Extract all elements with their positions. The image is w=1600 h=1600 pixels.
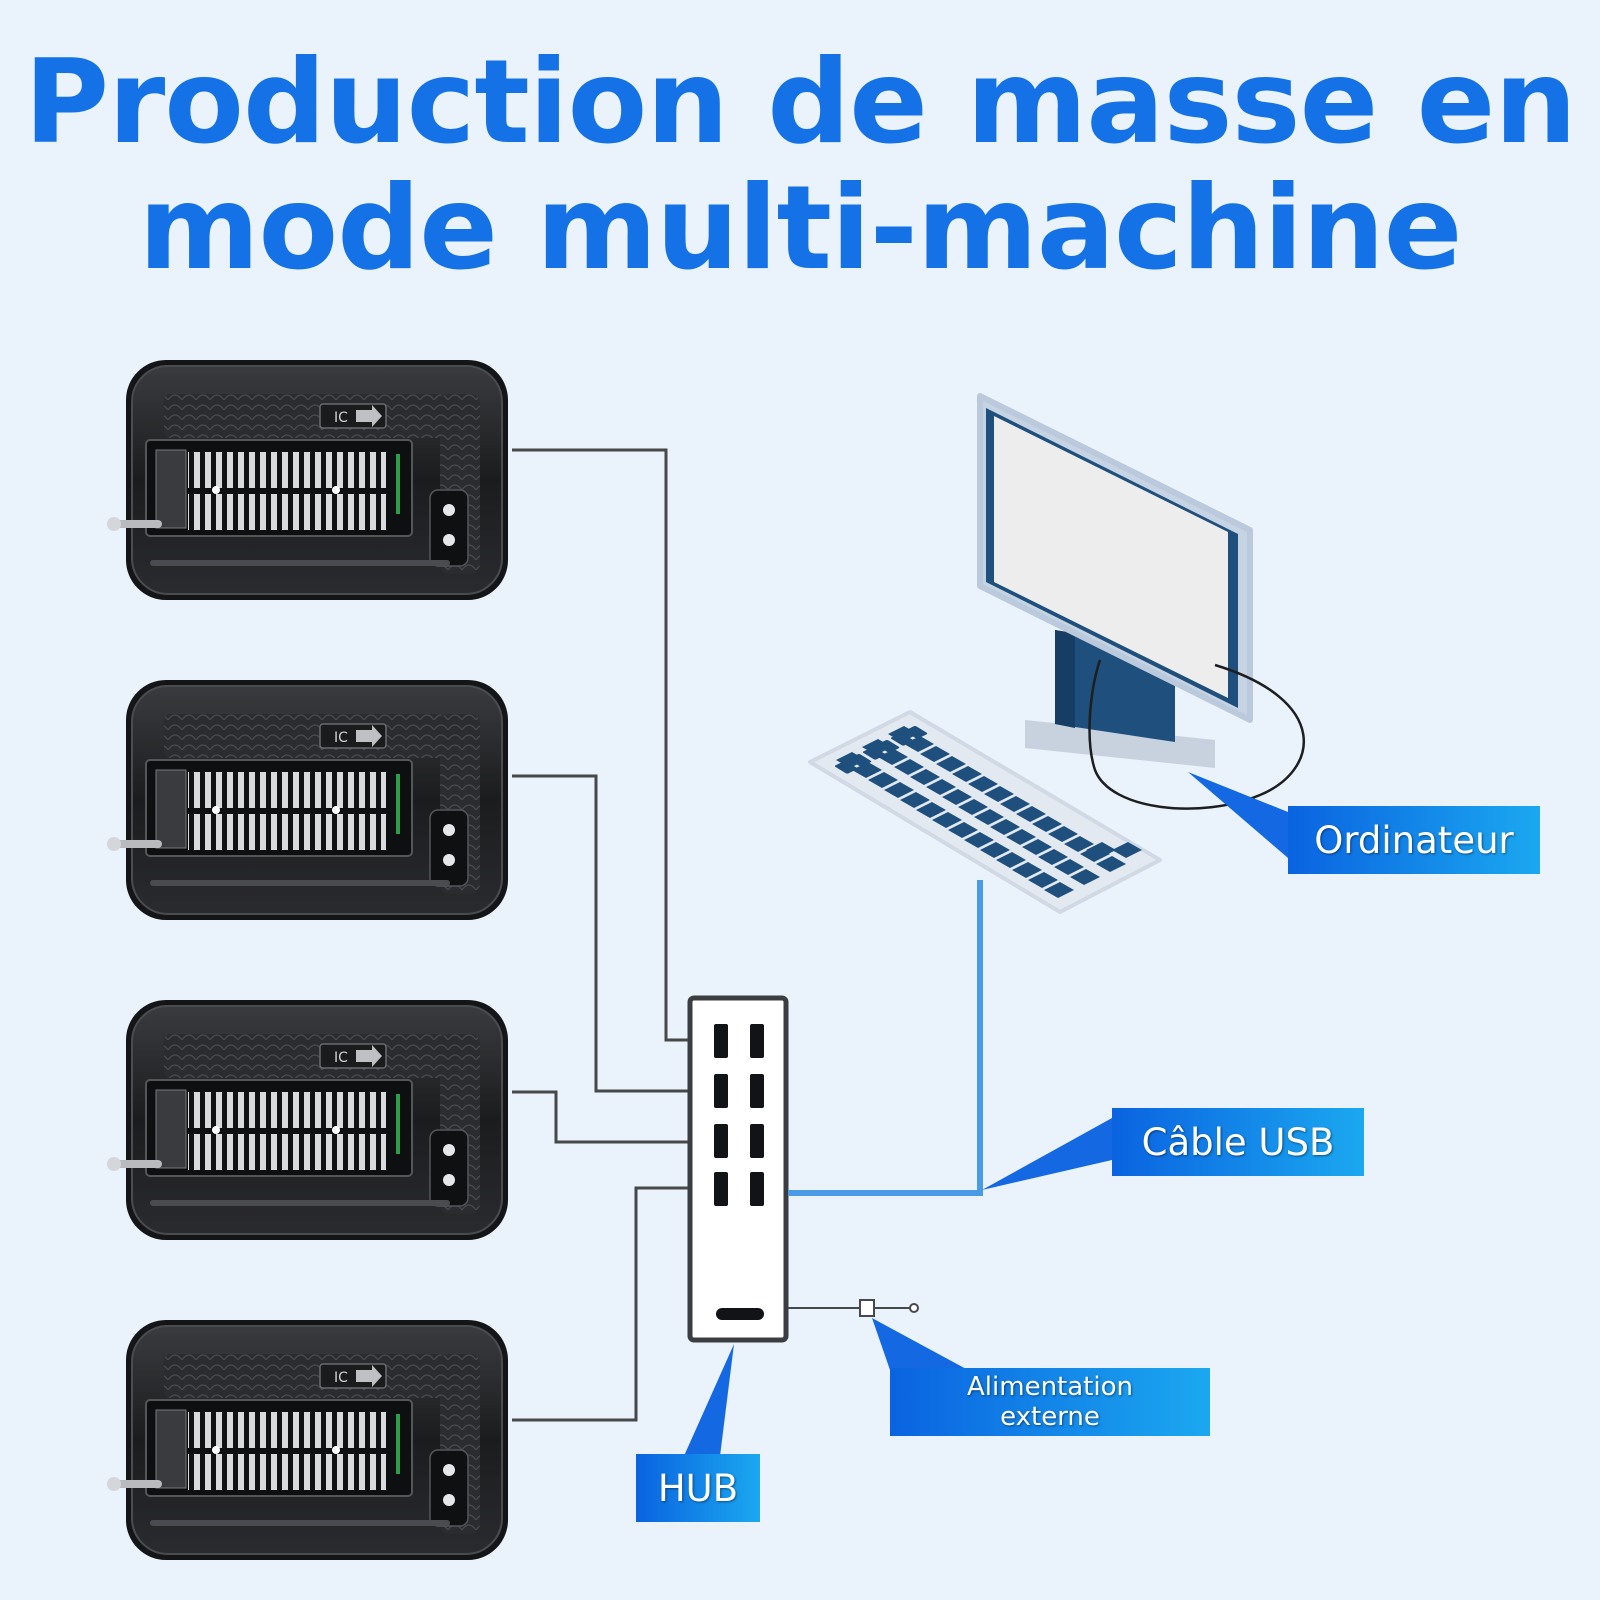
programmer-device-2 bbox=[106, 679, 509, 921]
device-cables bbox=[512, 448, 714, 1422]
label-external-power: Alimentation externe bbox=[890, 1368, 1210, 1436]
pointer-power bbox=[872, 1318, 968, 1370]
pointer-computer bbox=[1188, 772, 1288, 858]
cable-2 bbox=[512, 774, 714, 1093]
label-hub: HUB bbox=[636, 1454, 760, 1522]
cable-3 bbox=[512, 1090, 714, 1144]
label-usb-cable: Câble USB bbox=[1112, 1108, 1364, 1176]
label-pointers bbox=[684, 772, 1288, 1456]
cable-4 bbox=[512, 1186, 714, 1422]
pointer-hub bbox=[684, 1344, 734, 1456]
cable-1 bbox=[512, 448, 714, 1042]
usb-cable-line bbox=[788, 880, 983, 1196]
title-line-1: Production de masse en bbox=[24, 35, 1577, 170]
title-line-2: mode multi-machine bbox=[138, 161, 1463, 296]
label-power-line-1: Alimentation bbox=[967, 1372, 1133, 1402]
label-usb-cable-text: Câble USB bbox=[1141, 1120, 1335, 1164]
page-title: Production de masse en mode multi-machin… bbox=[0, 40, 1600, 292]
label-computer-text: Ordinateur bbox=[1314, 818, 1514, 862]
label-power-line-2: externe bbox=[1000, 1402, 1100, 1432]
label-computer: Ordinateur bbox=[1288, 806, 1540, 874]
computer-icon bbox=[977, 393, 1306, 810]
label-hub-text: HUB bbox=[657, 1466, 739, 1510]
keyboard-icon bbox=[808, 710, 1162, 914]
usb-hub bbox=[687, 995, 789, 1343]
programmer-device-3 bbox=[106, 999, 509, 1241]
programmer-device-4 bbox=[106, 1319, 509, 1561]
programmer-device-1 bbox=[106, 359, 509, 601]
power-connector bbox=[788, 1299, 919, 1317]
pointer-usb bbox=[982, 1118, 1112, 1190]
